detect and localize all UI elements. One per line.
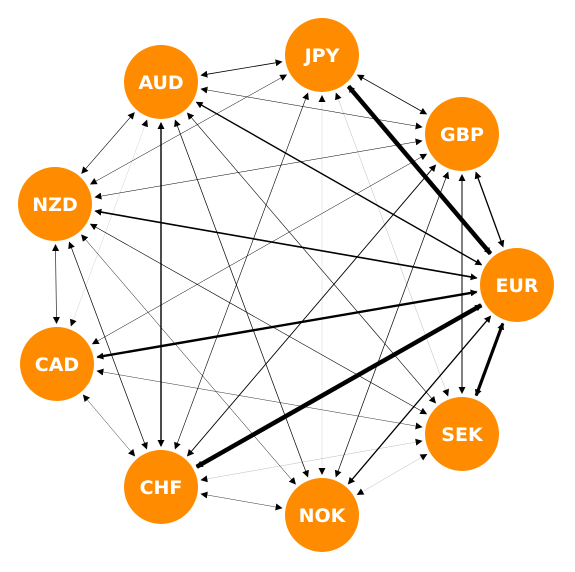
node-label-nok: NOK — [299, 505, 347, 527]
node-label-gbp: GBP — [440, 124, 484, 146]
node-layer: JPY AUD GBP NZD EUR CAD SEK CHF NOK — [18, 18, 554, 552]
node-sek: SEK — [425, 397, 499, 471]
edge-sek-eur — [474, 322, 505, 397]
edge-chf-nok — [200, 491, 283, 511]
node-circle-jpy — [285, 18, 359, 92]
node-label-eur: EUR — [495, 275, 538, 297]
node-circle-nzd — [18, 167, 92, 241]
node-gbp: GBP — [425, 97, 499, 171]
edge-gbp-chf — [186, 164, 437, 457]
edge-cad-chf — [82, 394, 136, 457]
node-aud: AUD — [124, 45, 198, 119]
node-label-cad: CAD — [35, 354, 79, 376]
node-label-aud: AUD — [138, 72, 183, 94]
edge-nzd-cad — [52, 244, 60, 324]
node-circle-chf — [124, 450, 198, 524]
edge-layer — [52, 59, 505, 511]
node-circle-cad — [20, 327, 94, 401]
edge-nok-sek — [356, 453, 428, 496]
edge-jpy-chf — [174, 92, 309, 450]
edge-aud-nok — [174, 119, 309, 478]
node-nok: NOK — [285, 478, 359, 552]
edge-cad-eur — [96, 289, 478, 360]
edge-aud-cad — [69, 119, 149, 327]
node-label-jpy: JPY — [303, 45, 340, 67]
node-eur: EUR — [480, 248, 554, 322]
node-label-sek: SEK — [441, 424, 484, 446]
edge-gbp-cad — [91, 153, 428, 345]
edge-nzd-sek — [89, 223, 428, 415]
node-nzd: NZD — [18, 167, 92, 241]
edge-gbp-eur — [474, 171, 505, 248]
edge-aud-gbp — [200, 86, 423, 130]
edge-jpy-aud — [200, 59, 283, 78]
node-circle-aud — [124, 45, 198, 119]
node-circle-sek — [425, 397, 499, 471]
node-circle-nok — [285, 478, 359, 552]
node-circle-gbp — [425, 97, 499, 171]
node-cad: CAD — [20, 327, 94, 401]
edge-gbp-nzd — [94, 138, 423, 200]
edge-cad-sek — [96, 368, 423, 430]
node-chf: CHF — [124, 450, 198, 524]
node-jpy: JPY — [285, 18, 359, 92]
edge-nzd-nok — [81, 234, 296, 485]
edge-nzd-eur — [94, 208, 478, 281]
edge-aud-sek — [186, 112, 437, 404]
node-label-chf: CHF — [140, 477, 183, 499]
node-circle-eur — [480, 248, 554, 322]
node-label-nzd: NZD — [32, 194, 77, 216]
